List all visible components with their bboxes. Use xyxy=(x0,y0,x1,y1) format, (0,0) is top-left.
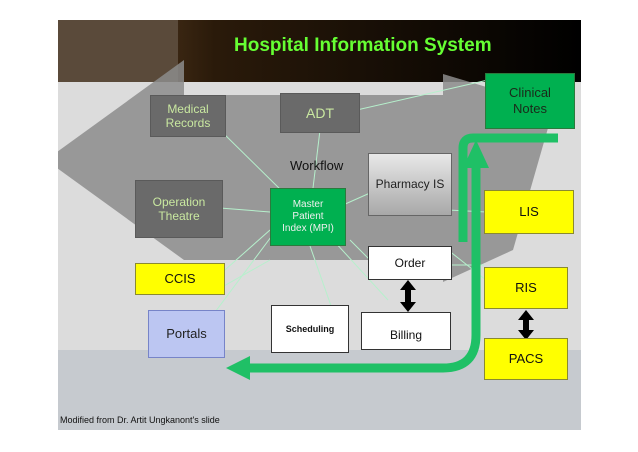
workflow-arrow xyxy=(458,133,558,242)
mpi-box: Master Patient Index (MPI) xyxy=(270,188,346,246)
workflow-arrow-top-head xyxy=(463,140,489,168)
order-box: Order xyxy=(368,246,452,280)
adt-box: ADT xyxy=(280,93,360,133)
operation-theatre-box: Operation Theatre xyxy=(135,180,223,238)
scheduling-label: Scheduling xyxy=(285,323,335,334)
lis-box: LIS xyxy=(484,190,574,234)
adt-label: ADT xyxy=(306,104,334,121)
medical-records-label: Medical Records xyxy=(165,101,211,130)
portals-box: Portals xyxy=(148,310,225,358)
workflow-label: Workflow xyxy=(290,158,344,173)
lis-label: LIS xyxy=(519,204,539,220)
ris-pacs-arrow xyxy=(518,310,534,340)
workflow-arrow-curve xyxy=(248,165,481,373)
pharmacy-is-label: Pharmacy IS xyxy=(375,177,445,192)
ris-box: RIS xyxy=(484,267,568,309)
scheduling-box: Scheduling xyxy=(271,305,349,353)
operation-theatre-label: Operation Theatre xyxy=(152,194,206,223)
billing-label: Billing xyxy=(389,327,422,342)
ccis-box: CCIS xyxy=(135,263,225,295)
pharmacy-is-box: Pharmacy IS xyxy=(368,153,452,216)
pacs-box: PACS xyxy=(484,338,568,380)
pacs-label: PACS xyxy=(508,351,544,367)
workflow-arrow-tail-head xyxy=(226,356,250,380)
slide: Hospital Information System Medical Reco… xyxy=(58,20,581,430)
ccis-label: CCIS xyxy=(164,271,196,287)
clinical-notes-label: Clinical Notes xyxy=(509,85,551,116)
portals-label: Portals xyxy=(166,326,207,342)
order-billing-arrow xyxy=(400,280,416,312)
order-label: Order xyxy=(394,255,426,270)
ris-label: RIS xyxy=(515,280,537,296)
clinical-notes-box: Clinical Notes xyxy=(485,73,575,129)
page-title: Hospital Information System xyxy=(234,35,492,56)
billing-box: Billing xyxy=(361,312,451,350)
mpi-label: Master Patient Index (MPI) xyxy=(282,199,334,234)
header-image xyxy=(58,20,178,82)
medical-records-box: Medical Records xyxy=(150,95,226,137)
connector-lines xyxy=(197,79,489,336)
credit-text: Modified from Dr. Artit Ungkanont's slid… xyxy=(60,415,220,425)
